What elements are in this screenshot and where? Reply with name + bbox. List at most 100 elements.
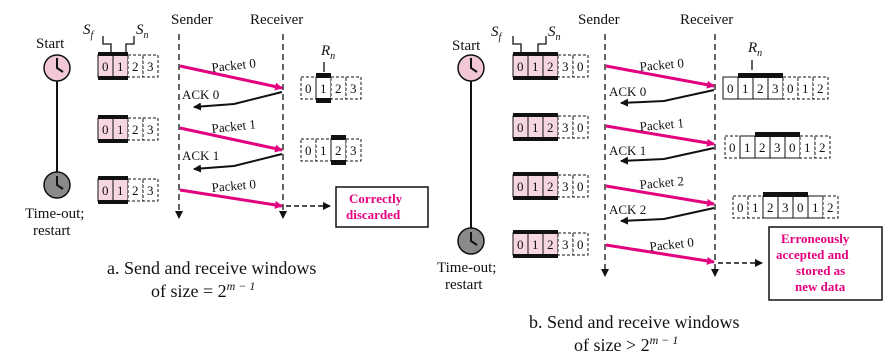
ack-label: ACK 2: [609, 202, 646, 217]
timeout-clock-icon: [43, 171, 71, 199]
sender-window-b1: 0 1 2 3 0: [512, 52, 589, 80]
svg-text:1: 1: [532, 237, 539, 252]
rn-label: Rn: [320, 43, 335, 62]
sender-window-b3: 0 1 2 3 0: [512, 172, 589, 200]
svg-text:0: 0: [517, 59, 524, 74]
svg-text:1: 1: [320, 143, 327, 158]
svg-text:2: 2: [547, 179, 554, 194]
rn-label: Rn: [747, 40, 762, 59]
svg-text:2: 2: [335, 81, 342, 96]
svg-text:2: 2: [335, 143, 342, 158]
packet-label: Packet 0: [649, 234, 695, 254]
svg-text:stored as: stored as: [796, 263, 845, 278]
svg-text:0: 0: [729, 140, 736, 155]
start-clock-icon: [457, 54, 485, 82]
svg-text:0: 0: [305, 143, 312, 158]
packet-label: Packet 0: [211, 176, 257, 195]
svg-text:1: 1: [744, 140, 751, 155]
panel-a: Sender Receiver Sf Sn Start Time-out; re…: [25, 12, 429, 301]
svg-text:3: 3: [147, 122, 154, 137]
svg-text:1: 1: [752, 200, 759, 215]
sender-window-a3: 0 1 2 3: [97, 176, 159, 204]
svg-text:0: 0: [737, 200, 744, 215]
svg-text:0: 0: [577, 59, 584, 74]
packet-arrow: [179, 64, 283, 91]
svg-text:0: 0: [517, 120, 524, 135]
packet-arrow: [179, 188, 283, 209]
svg-text:1: 1: [804, 140, 811, 155]
receiver-window-b2: 0 1 2 3 0 1 2: [724, 132, 831, 159]
svg-text:0: 0: [305, 81, 312, 96]
svg-text:1: 1: [812, 200, 819, 215]
packet-arrow: [605, 124, 715, 147]
ack-arrow: [620, 147, 715, 165]
timeout-clock-icon: [457, 227, 485, 255]
svg-text:1: 1: [802, 81, 809, 96]
svg-text:3: 3: [147, 59, 154, 74]
svg-text:0: 0: [102, 122, 109, 137]
svg-text:2: 2: [759, 140, 766, 155]
svg-text:3: 3: [350, 81, 357, 96]
packet-label: Packet 1: [639, 115, 685, 134]
receiver-window-b1: 0 1 2 3 0 1 2: [722, 73, 829, 100]
packet-arrow: [605, 184, 715, 207]
sender-window-a1: 0 1 2 3: [97, 52, 159, 80]
svg-text:3: 3: [772, 81, 779, 96]
svg-text:2: 2: [819, 140, 826, 155]
sf-label: Sf: [83, 22, 95, 41]
svg-text:0: 0: [102, 59, 109, 74]
sender-label: Sender: [171, 12, 213, 28]
ack-label: ACK 1: [609, 143, 646, 158]
sf-label: Sf: [491, 24, 503, 43]
svg-text:1: 1: [742, 81, 749, 96]
packet-label: Packet 2: [639, 173, 685, 192]
restart-label: restart: [445, 277, 483, 293]
svg-text:0: 0: [517, 237, 524, 252]
sn-label: Sn: [136, 22, 149, 41]
svg-text:2: 2: [547, 237, 554, 252]
receiver-label: Receiver: [250, 12, 303, 28]
svg-text:new data: new data: [795, 279, 846, 294]
svg-text:1: 1: [117, 183, 124, 198]
svg-text:2: 2: [547, 59, 554, 74]
receiver-window-b3: 0 1 2 3 0 1 2: [732, 192, 839, 219]
svg-text:Erroneously: Erroneously: [781, 231, 850, 246]
sender-window-b4: 0 1 2 3 0: [512, 230, 589, 258]
svg-text:Correctly: Correctly: [349, 191, 403, 206]
sender-window-b2: 0 1 2 3 0: [512, 113, 589, 141]
svg-text:0: 0: [577, 179, 584, 194]
sender-window-a2: 0 1 2 3: [97, 115, 159, 143]
svg-text:0: 0: [577, 120, 584, 135]
caption-line2: of size = 2m − 1: [151, 279, 255, 301]
result-box: Erroneously accepted and stored as new d…: [768, 226, 883, 301]
packet-label: Packet 0: [639, 55, 685, 74]
svg-text:2: 2: [817, 81, 824, 96]
receiver-label: Receiver: [680, 12, 733, 28]
svg-text:1: 1: [117, 122, 124, 137]
svg-text:accepted and: accepted and: [776, 247, 849, 262]
ack-arrow: [193, 153, 283, 173]
svg-text:1: 1: [532, 120, 539, 135]
svg-text:1: 1: [117, 59, 124, 74]
start-clock-icon: [43, 54, 71, 82]
receiver-window-a1: 0 1 2 3: [300, 73, 362, 103]
svg-text:3: 3: [147, 183, 154, 198]
svg-text:3: 3: [562, 237, 569, 252]
svg-text:3: 3: [350, 143, 357, 158]
caption-line1: a. Send and receive windows: [107, 258, 316, 278]
svg-text:2: 2: [132, 59, 139, 74]
svg-text:discarded: discarded: [346, 207, 401, 222]
panel-b: Sender Receiver Sf Sn Start Time-out; re…: [437, 12, 883, 355]
ack-arrow: [620, 89, 715, 107]
svg-text:1: 1: [320, 81, 327, 96]
packet-arrow: [605, 243, 715, 265]
svg-text:0: 0: [517, 179, 524, 194]
svg-text:0: 0: [727, 81, 734, 96]
ack-label: ACK 0: [609, 84, 646, 99]
sender-label: Sender: [578, 12, 620, 28]
svg-text:0: 0: [577, 237, 584, 252]
ack-label: ACK 0: [182, 87, 219, 102]
svg-text:3: 3: [562, 120, 569, 135]
svg-text:1: 1: [532, 59, 539, 74]
